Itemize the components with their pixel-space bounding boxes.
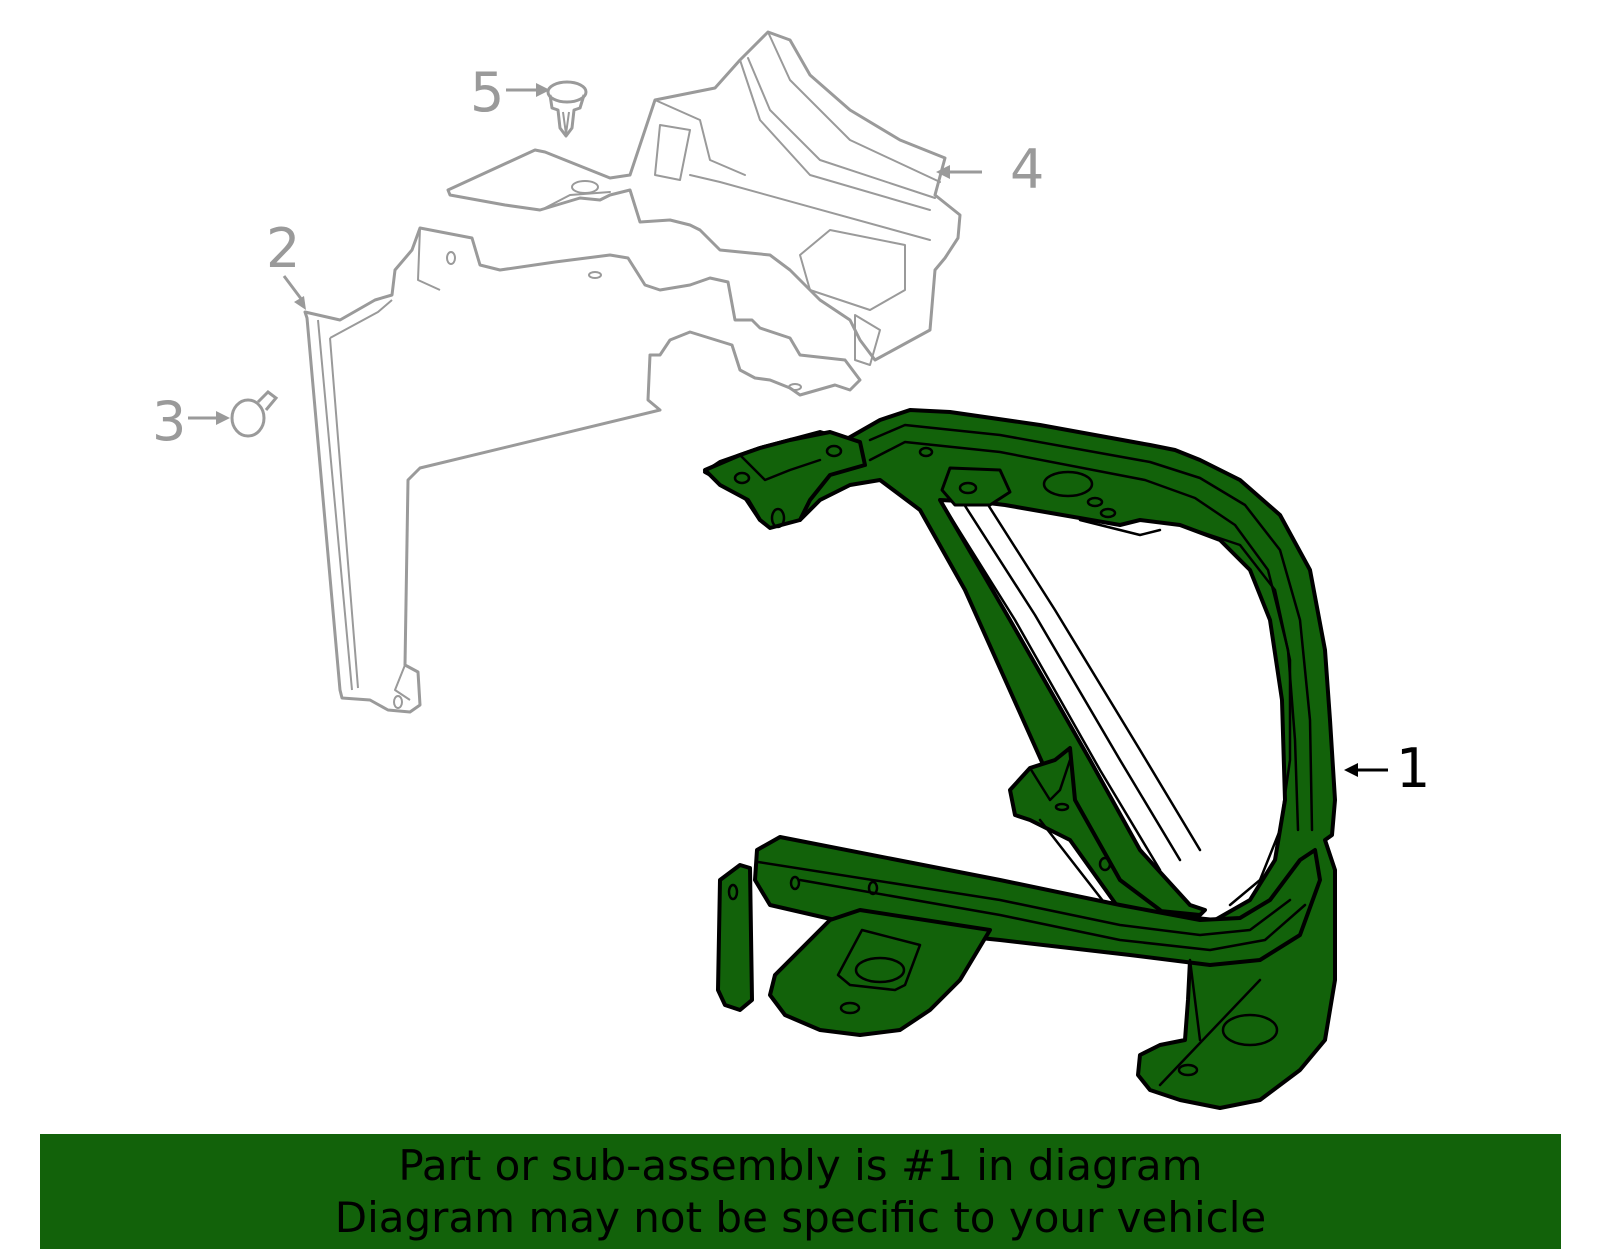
part-5-push-clip xyxy=(546,80,588,138)
callout-4[interactable]: 4 xyxy=(1010,138,1045,201)
callout-3[interactable]: 3 xyxy=(152,390,187,453)
part-3-grommet xyxy=(230,390,279,438)
info-banner: Part or sub-assembly is #1 in diagram Di… xyxy=(40,1134,1561,1249)
callout-1[interactable]: 1 xyxy=(1396,737,1431,800)
gray-callout-arrows xyxy=(188,83,982,425)
part-2-bracket xyxy=(303,226,862,714)
callout-arrow-1 xyxy=(1344,763,1388,777)
part-1-radiator-support xyxy=(703,408,1337,1110)
part-4-cowl-panel xyxy=(446,30,962,366)
banner-line-2: Diagram may not be specific to your vehi… xyxy=(334,1192,1267,1242)
callout-2[interactable]: 2 xyxy=(266,217,301,280)
banner-line-1: Part or sub-assembly is #1 in diagram xyxy=(398,1140,1203,1190)
callout-5[interactable]: 5 xyxy=(470,61,505,124)
